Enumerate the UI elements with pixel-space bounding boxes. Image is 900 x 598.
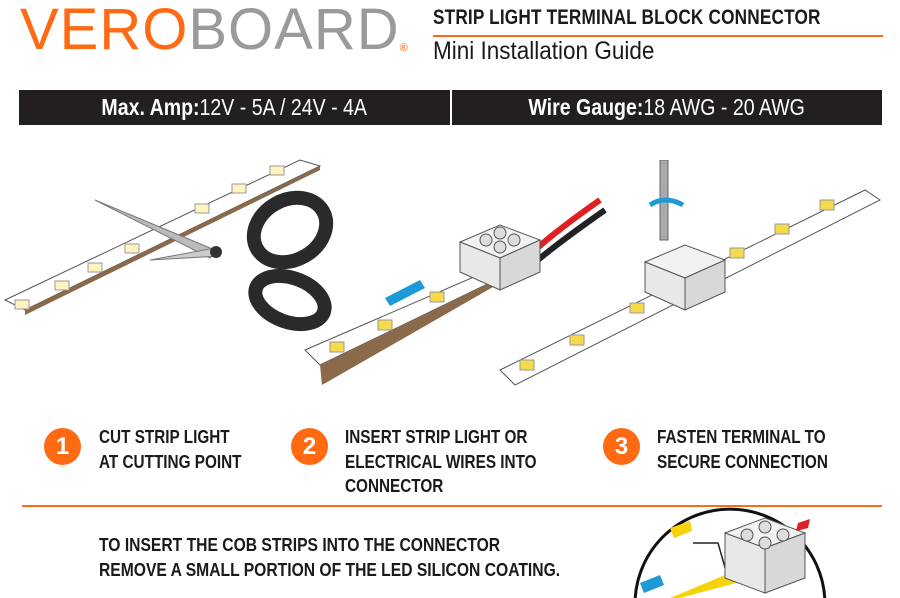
terminal-block-connector [458,224,542,291]
note-line: TO INSERT THE COB STRIPS INTO THE CONNEC… [99,535,501,555]
terminal-block-connector [643,244,727,311]
step-text-line: FASTEN TERMINAL TO [657,427,826,447]
note-line: REMOVE A SMALL PORTION OF THE LED SILICO… [99,560,561,580]
led-strip [3,159,322,315]
insert-arrow-icon [385,280,425,306]
led-strip [304,269,501,385]
page-title: STRIP LIGHT TERMINAL BLOCK CONNECTOR [433,6,821,29]
spec-value: 18 AWG - 20 AWG [643,94,805,120]
title-divider [433,35,883,37]
step-text-line: SECURE CONNECTION [657,451,828,472]
step-1: 1 CUT STRIP LIGHT AT CUTTING POINT [44,425,267,474]
veroboard-logo: VEROBOARD® [20,0,409,63]
step-text-line: AT CUTTING POINT [99,451,242,472]
fasten-illustration [499,160,881,386]
spec-value: 12V - 5A / 24V - 4A [199,94,367,120]
logo-board: BOARD [188,0,400,62]
step-number-badge: 2 [291,428,328,465]
logo-vero: VERO [20,0,189,62]
spec-bar: Max. Amp: 12V - 5A / 24V - 4A Wire Gauge… [19,90,882,125]
spec-label: Wire Gauge: [528,94,644,120]
registered-mark: ® [399,42,409,54]
spec-max-amp: Max. Amp: 12V - 5A / 24V - 4A [19,90,450,125]
step-number-badge: 1 [44,428,81,465]
step-text-line: CONNECTOR [345,476,444,496]
step-text-line: CUT STRIP LIGHT [99,427,230,447]
step-text-line: INSERT STRIP LIGHT OR [345,427,528,447]
step-3: 3 FASTEN TERMINAL TO SECURE CONNECTION [603,425,858,474]
spec-divider [449,90,452,125]
page-subtitle: Mini Installation Guide [433,37,655,65]
terminal-block-connector [723,517,807,594]
cob-note: TO INSERT THE COB STRIPS INTO THE CONNEC… [99,533,560,583]
spec-wire-gauge: Wire Gauge: 18 AWG - 20 AWG [452,90,883,125]
cut-strip-illustration [3,159,334,332]
spec-label: Max. Amp: [101,94,200,120]
insert-connector-illustration [304,197,607,385]
section-divider [22,505,882,507]
step-text-line: ELECTRICAL WIRES INTO [345,451,537,472]
rotate-arrow-icon [648,197,685,208]
scissors-icon [94,190,334,332]
cob-detail-illustration [633,507,827,598]
step-2: 2 INSERT STRIP LIGHT OR ELECTRICAL WIRES… [291,425,570,499]
detail-circle-outline [633,507,827,598]
step-number-badge: 3 [603,428,640,465]
